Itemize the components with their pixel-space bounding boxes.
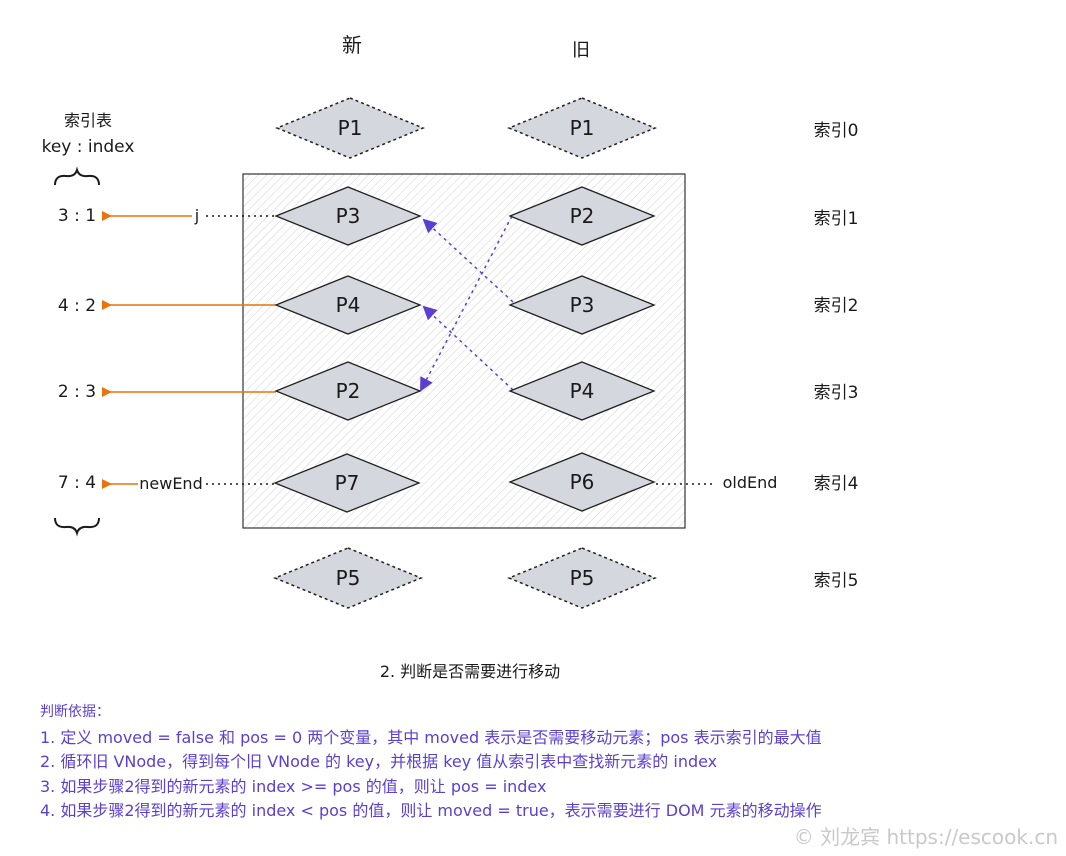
old-node-p4: P4 [508,361,656,421]
index-label: 索引1 [814,209,859,229]
new-node-p1: P1 [275,97,425,159]
move-arrow-p3 [422,218,514,303]
node-label: P6 [570,470,595,494]
node-label: P4 [570,379,595,403]
node-label: P5 [570,566,595,590]
old-node-p6: P6 [508,452,656,512]
node-label: P1 [338,116,363,140]
top-brace [54,166,100,186]
notes-heading: 判断依据： [40,704,110,720]
notes-line: 3. 如果步骤2得到的新元素的 index >= pos 的值，则让 pos =… [40,776,547,796]
node-label: P2 [570,204,595,228]
map-entry: 4 : 2 [58,296,96,316]
notes-line: 1. 定义 moved = false 和 pos = 0 两个变量，其中 mo… [40,727,822,747]
new-node-p5: P5 [273,547,423,609]
old-node-p2: P2 [508,186,656,246]
map-entry: 3 : 1 [58,206,96,226]
step-caption: 2. 判断是否需要进行移动 [380,662,560,681]
index-label: 索引4 [814,474,859,494]
new-end-label: newEnd [139,474,202,493]
node-label: P7 [335,471,360,495]
node-label: P1 [570,116,595,140]
index-label: 索引2 [814,296,859,316]
node-label: P5 [336,566,361,590]
bottom-brace [54,517,100,537]
new-node-p2: P2 [274,361,422,421]
watermark: © 刘龙宾 https://escook.cn [793,825,1058,849]
key-index-label: key : index [42,137,135,157]
old-column-label: 旧 [572,40,590,61]
index-label: 索引5 [814,571,859,591]
node-label: P3 [336,204,361,228]
new-column-label: 新 [342,33,362,57]
old-node-p5: P5 [507,547,657,609]
j-pointer-label: j [194,206,199,225]
notes-line: 2. 循环旧 VNode，得到每个旧 VNode 的 key，并根据 key 值… [40,752,718,771]
index-label: 索引3 [814,383,859,403]
node-label: P3 [570,293,595,317]
index-table-title: 索引表 [64,111,112,130]
node-label: P2 [336,379,361,403]
old-end-label: oldEnd [723,473,778,492]
map-entry: 2 : 3 [58,382,96,402]
index-label: 索引0 [814,121,859,141]
old-node-p1: P1 [507,97,657,159]
node-label: P4 [336,293,361,317]
old-node-p3: P3 [508,275,656,335]
new-node-p3: P3 [274,186,422,246]
new-node-p7: P7 [273,453,421,513]
move-arrow-p2 [420,215,513,392]
new-node-p4: P4 [274,275,422,335]
notes-block: 判断依据： 1. 定义 moved = false 和 pos = 0 两个变量… [40,700,1050,824]
notes-line: 4. 如果步骤2得到的新元素的 index < pos 的值，则让 moved … [40,801,822,820]
map-entry: 7 : 4 [58,473,96,493]
